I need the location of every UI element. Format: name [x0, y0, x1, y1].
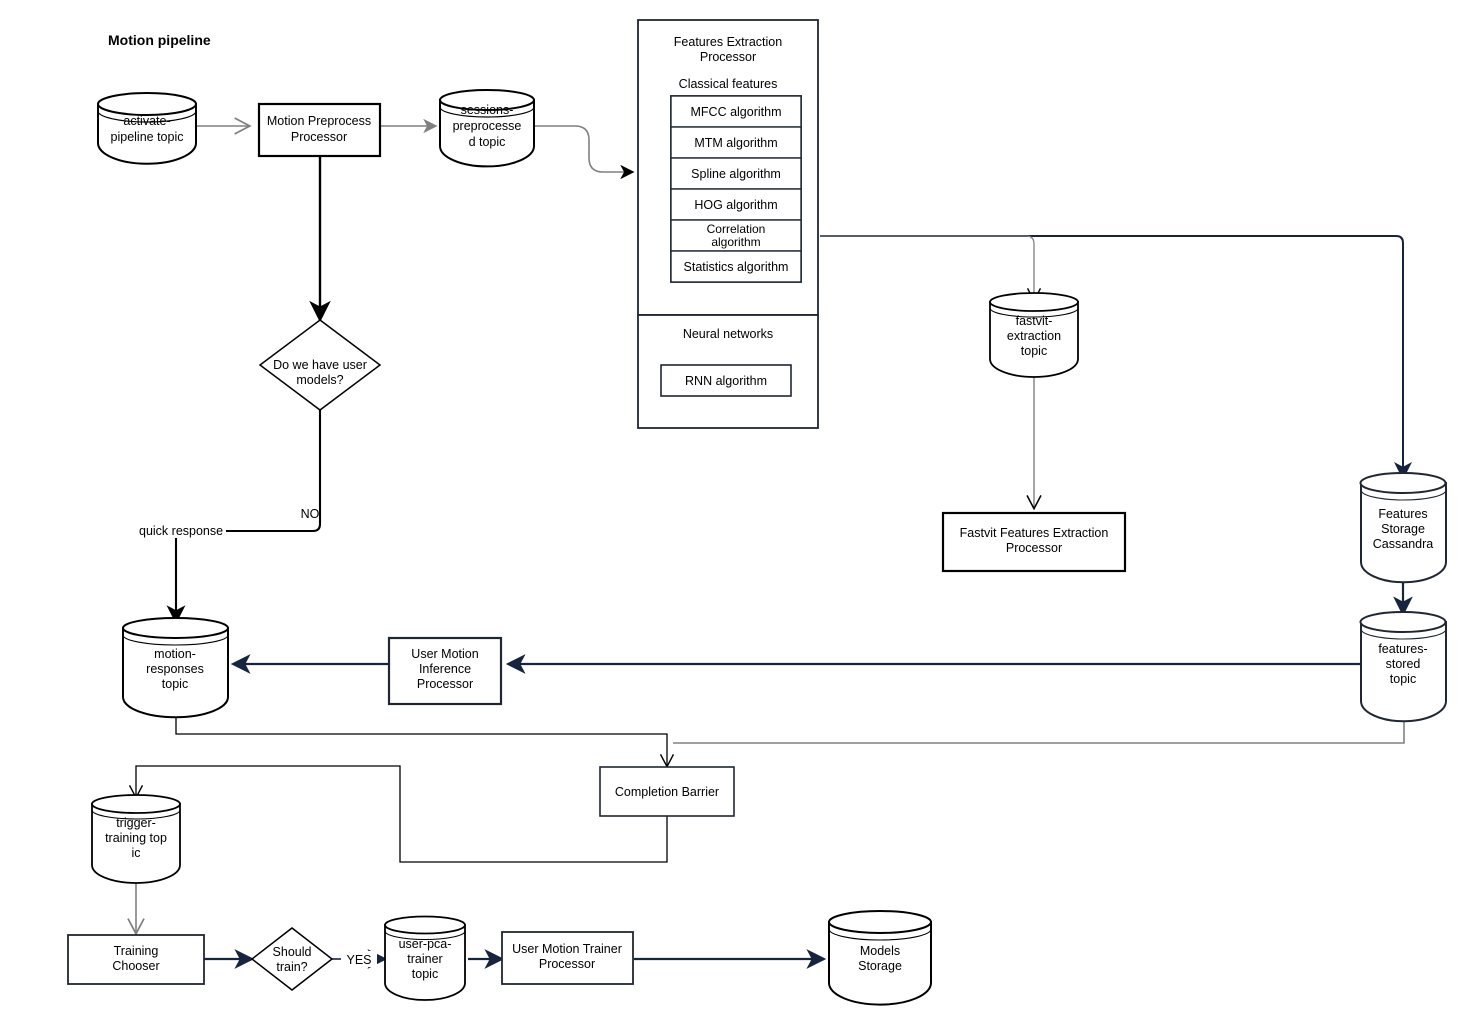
spline-algorithm-label: Spline algorithm — [691, 167, 781, 181]
node-training-chooser[interactable]: Training Chooser — [67, 934, 205, 985]
node-statistics-algorithm[interactable]: Statistics algorithm — [670, 250, 802, 283]
motion-responses-line3: topic — [162, 677, 188, 691]
classical-features-heading: Classical features — [679, 77, 778, 91]
node-activate-pipeline-topic[interactable]: activate- pipeline topic — [97, 92, 197, 165]
sessions-topic-line2: preprocesse — [453, 119, 522, 133]
edge-sessions-to-features — [534, 125, 635, 180]
activate-pipeline-topic-line2: pipeline topic — [111, 130, 184, 144]
mtm-algorithm-label: MTM algorithm — [694, 136, 777, 150]
page-title: Motion pipeline — [108, 32, 211, 48]
trigger-training-line1: trigger- — [116, 816, 156, 830]
features-stored-line1: features- — [1378, 642, 1427, 656]
quick-response-label-bg — [136, 521, 226, 538]
activate-pipeline-topic-line1: activate- — [123, 114, 170, 128]
statistics-algorithm-label: Statistics algorithm — [684, 260, 789, 274]
edge-label-no: NO — [301, 507, 320, 521]
node-features-stored-topic[interactable]: features- stored topic — [1359, 611, 1447, 723]
cassandra-line2: Storage — [1381, 522, 1425, 536]
features-stored-line3: topic — [1390, 672, 1416, 686]
training-chooser-line1: Training — [114, 944, 159, 958]
rnn-algorithm-label: RNN algorithm — [685, 374, 767, 388]
trainer-line2: Processor — [539, 957, 595, 971]
correlation-algorithm-line1: Correlation — [707, 222, 766, 236]
fastvit-topic-line2: extraction — [1007, 329, 1061, 343]
node-rnn-algorithm[interactable]: RNN algorithm — [660, 364, 792, 397]
cassandra-line1: Features — [1378, 507, 1427, 521]
edge-features-stored-to-barrier — [673, 711, 1405, 744]
node-user-motion-inference-processor[interactable]: User Motion Inference Processor — [387, 636, 503, 706]
cassandra-line3: Cassandra — [1373, 537, 1433, 551]
sessions-topic-line1: sessions- — [461, 103, 514, 117]
trigger-training-line3: ic — [131, 846, 140, 860]
node-features-storage-cassandra[interactable]: Features Storage Cassandra — [1359, 472, 1447, 584]
mfcc-algorithm-label: MFCC algorithm — [691, 105, 782, 119]
node-trigger-training-topic[interactable]: trigger- training top ic — [91, 794, 181, 884]
node-fastvit-features-extraction-processor[interactable]: Fastvit Features Extraction Processor — [941, 511, 1127, 573]
fastvit-topic-line1: fastvit- — [1016, 314, 1053, 328]
neural-networks-heading: Neural networks — [683, 327, 773, 341]
node-spline-algorithm[interactable]: Spline algorithm — [670, 157, 802, 190]
node-completion-barrier[interactable]: Completion Barrier — [599, 766, 735, 817]
user-pca-line1: user-pca- — [399, 937, 452, 951]
edge-decision-no-to-motion-responses — [166, 410, 322, 625]
models-storage-line1: Models — [860, 944, 900, 958]
node-models-storage[interactable]: Models Storage — [828, 910, 932, 1006]
fastvit-processor-line1: Fastvit Features Extraction — [960, 526, 1109, 540]
features-extraction-title-line2: Processor — [700, 50, 756, 64]
should-train-line1: Should — [273, 945, 312, 959]
decision-user-models-line1: Do we have user — [273, 358, 367, 372]
correlation-algorithm-line2: algorithm — [711, 235, 760, 249]
trainer-line1: User Motion Trainer — [512, 942, 622, 956]
fastvit-topic-line3: topic — [1021, 344, 1047, 358]
motion-responses-line2: responses — [146, 662, 204, 676]
edge-features-to-fastvit-topic — [820, 235, 1034, 300]
node-user-motion-trainer-processor[interactable]: User Motion Trainer Processor — [501, 931, 634, 985]
node-decision-user-models[interactable]: Do we have user models? — [258, 319, 382, 411]
node-mfcc-algorithm[interactable]: MFCC algorithm — [670, 95, 802, 128]
yes-label-bg — [341, 951, 377, 967]
user-pca-line3: topic — [412, 967, 438, 981]
inference-line3: Processor — [417, 677, 473, 691]
node-motion-responses-topic[interactable]: motion- responses topic — [122, 617, 229, 719]
edge-label-yes: YES — [346, 953, 371, 967]
edge-barrier-to-trigger-training — [136, 765, 668, 863]
edge-motion-responses-to-barrier — [175, 707, 667, 766]
sessions-topic-line3: d topic — [469, 135, 506, 149]
user-pca-line2: trainer — [407, 952, 442, 966]
trigger-training-line2: training top — [105, 831, 167, 845]
hog-algorithm-label: HOG algorithm — [694, 198, 777, 212]
models-storage-line2: Storage — [858, 959, 902, 973]
motion-preprocess-line2: Processor — [291, 130, 347, 144]
features-stored-line2: stored — [1386, 657, 1421, 671]
completion-barrier-label: Completion Barrier — [615, 785, 719, 799]
node-motion-preprocess-processor[interactable]: Motion Preprocess Processor — [257, 102, 382, 158]
should-train-line2: train? — [276, 960, 307, 974]
fastvit-processor-line2: Processor — [1006, 541, 1062, 555]
node-mtm-algorithm[interactable]: MTM algorithm — [670, 126, 802, 159]
decision-user-models-line2: models? — [296, 373, 343, 387]
node-decision-should-train[interactable]: Should train? — [250, 927, 334, 991]
edge-label-quick-response: quick response — [139, 524, 223, 538]
node-hog-algorithm[interactable]: HOG algorithm — [670, 188, 802, 221]
inference-line2: Inference — [419, 662, 471, 676]
node-fastvit-extraction-topic[interactable]: fastvit- extraction topic — [989, 292, 1079, 378]
inference-line1: User Motion — [411, 647, 478, 661]
motion-preprocess-line1: Motion Preprocess — [267, 114, 371, 128]
motion-responses-line1: motion- — [154, 647, 196, 661]
training-chooser-line2: Chooser — [112, 959, 159, 973]
node-correlation-algorithm[interactable]: Correlation algorithm — [670, 219, 802, 252]
node-user-pca-trainer-topic[interactable]: user-pca- trainer topic — [384, 915, 466, 1001]
edge-features-to-cassandra — [820, 235, 1412, 480]
node-sessions-preprocessed-topic[interactable]: sessions- preprocesse d topic — [439, 89, 535, 168]
features-extraction-title-line1: Features Extraction — [674, 35, 782, 49]
node-features-extraction-processor[interactable]: Features Extraction Processor Classical … — [637, 19, 819, 429]
